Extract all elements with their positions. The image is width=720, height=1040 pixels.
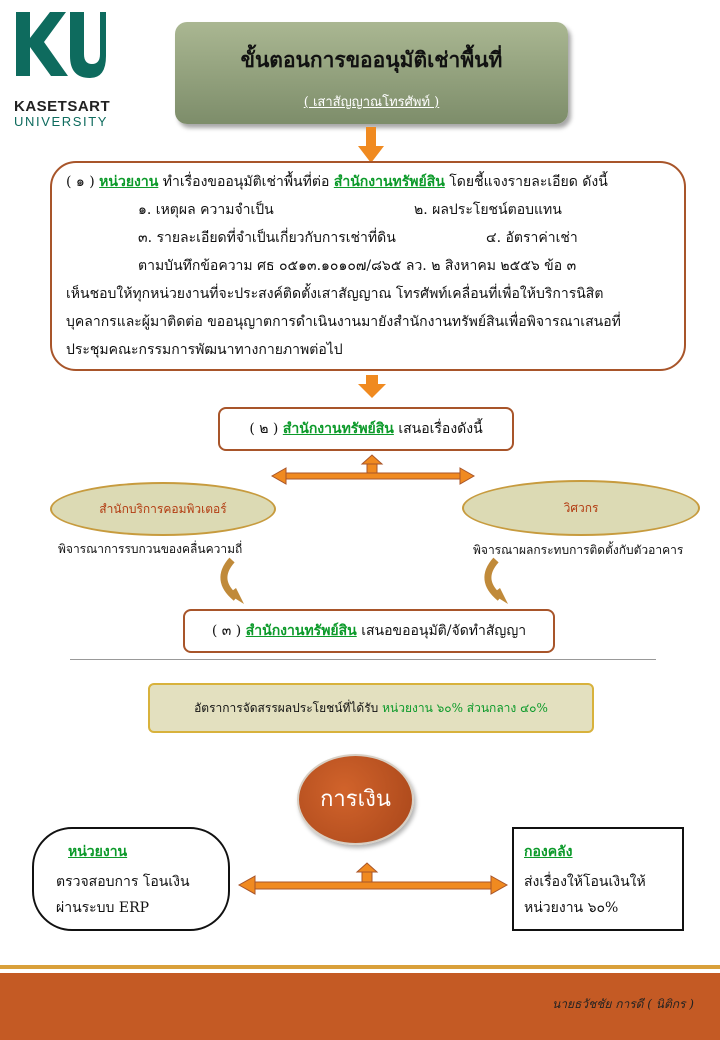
treasury-box-line1: ส่งเรื่องให้โอนเงินให้: [524, 874, 646, 890]
step3-text: เสนอขออนุมัติ/จัดทำสัญญา: [361, 623, 527, 639]
curved-arrow-right-head: [492, 588, 508, 604]
page-subtitle: ( เสาสัญญาณโทรศัพท์ ): [303, 95, 440, 110]
split-arrow: [270, 454, 476, 485]
computer-center-ellipse: สำนักบริการคอมพิวเตอร์: [50, 482, 276, 536]
step1-item2: ๒. ผลประโยชน์ตอบแทน: [414, 202, 562, 218]
engineering-note: พิจารณาผลกระทบการติดตั้งกับตัวอาคาร: [473, 543, 684, 557]
step1-para1: เห็นชอบให้ทุกหน่วยงานที่จะประสงค์ติดตั้ง…: [66, 286, 604, 302]
footer-author: นายธวัชชัย การดี ( นิติกร ): [552, 997, 694, 1011]
treasury-box-title: กองคลัง: [524, 844, 573, 860]
curved-arrow-left-head: [228, 588, 244, 604]
divider-line: [70, 659, 656, 660]
title-box: ขั้นตอนการขออนุมัติเช่าพื้นที่ ( เสาสัญญ…: [175, 22, 568, 124]
step1-item3: ๓. รายละเอียดที่จำเป็นเกี่ยวกับการเช่าที…: [138, 230, 396, 246]
computer-center-name: สำนักบริการคอมพิวเตอร์: [99, 502, 227, 516]
step2-number: ( ๒ ): [249, 421, 279, 437]
treasury-box: กองคลัง ส่งเรื่องให้โอนเงินให้ หน่วยงาน …: [512, 827, 684, 931]
down-arrow-1: [358, 127, 384, 163]
step1-para2: บุคลากรและผู้มาติดต่อ ขออนุญาตการดำเนินง…: [66, 314, 621, 330]
step1-memo: ตามบันทึกข้อความ ศธ ๐๕๑๓.๑๐๑๐๗/๘๖๕ ลว. ๒…: [138, 258, 577, 274]
computer-center-note: พิจารณาการรบกวนของคลื่นความถี่: [58, 542, 243, 556]
step1-unit: หน่วยงาน: [99, 174, 159, 190]
down-arrow-2: [358, 375, 386, 398]
footer-line: [0, 965, 720, 969]
step3-box: ( ๓ ) สำนักงานทรัพย์สิน เสนอขออนุมัติ/จั…: [183, 609, 555, 653]
unit-box: หน่วยงาน ตรวจสอบการ โอนเงิน ผ่านระบบ ERP: [32, 827, 230, 931]
step3-office: สำนักงานทรัพย์สิน: [245, 623, 357, 639]
benefit-text: อัตราการจัดสรรผลประโยชน์ที่ได้รับ: [194, 701, 379, 715]
footer-band: [0, 973, 720, 1040]
step1-box: ( ๑ ) หน่วยงาน ทำเรื่องขออนุมัติเช่าพื้น…: [50, 161, 686, 371]
step1-office: สำนักงานทรัพย์สิน: [333, 174, 445, 190]
unit-box-line2: ผ่านระบบ ERP: [56, 900, 150, 916]
step3-number: ( ๓ ): [211, 623, 242, 639]
step1-item1: ๑. เหตุผล ความจำเป็น: [138, 202, 274, 218]
step1-para3: ประชุมคณะกรรมการพัฒนาทางกายภาพต่อไป: [66, 342, 343, 358]
engineering-name: วิศวกร: [563, 501, 599, 515]
step1-item4: ๔. อัตราค่าเช่า: [486, 230, 578, 246]
treasury-box-line2: หน่วยงาน ๖๐%: [524, 900, 619, 916]
page-title: ขั้นตอนการขออนุมัติเช่าพื้นที่: [240, 47, 503, 72]
step1-text-b: โดยชี้แจงรายละเอียด ดังนี้: [449, 174, 608, 190]
finance-split-arrow: [237, 862, 509, 895]
unit-box-title: หน่วยงาน: [68, 844, 128, 860]
logo-text-kasetsart: KASETSART: [14, 98, 111, 115]
step2-office: สำนักงานทรัพย์สิน: [282, 421, 394, 437]
benefit-box: อัตราการจัดสรรผลประโยชน์ที่ได้รับ หน่วยง…: [148, 683, 594, 733]
step2-box: ( ๒ ) สำนักงานทรัพย์สิน เสนอเรื่องดังนี้: [218, 407, 514, 451]
ku-logo-mark: [16, 12, 106, 78]
finance-circle: การเงิน: [297, 754, 414, 845]
logo-text-university: UNIVERSITY: [14, 114, 109, 129]
benefit-share: หน่วยงาน ๖๐% ส่วนกลาง ๔๐%: [382, 701, 548, 715]
step1-text-a: ทำเรื่องขออนุมัติเช่าพื้นที่ต่อ: [162, 174, 330, 190]
engineering-ellipse: วิศวกร: [462, 480, 700, 536]
unit-box-line1: ตรวจสอบการ โอนเงิน: [56, 874, 190, 890]
step2-text: เสนอเรื่องดังนี้: [398, 421, 483, 437]
step1-number: ( ๑ ): [66, 174, 95, 190]
